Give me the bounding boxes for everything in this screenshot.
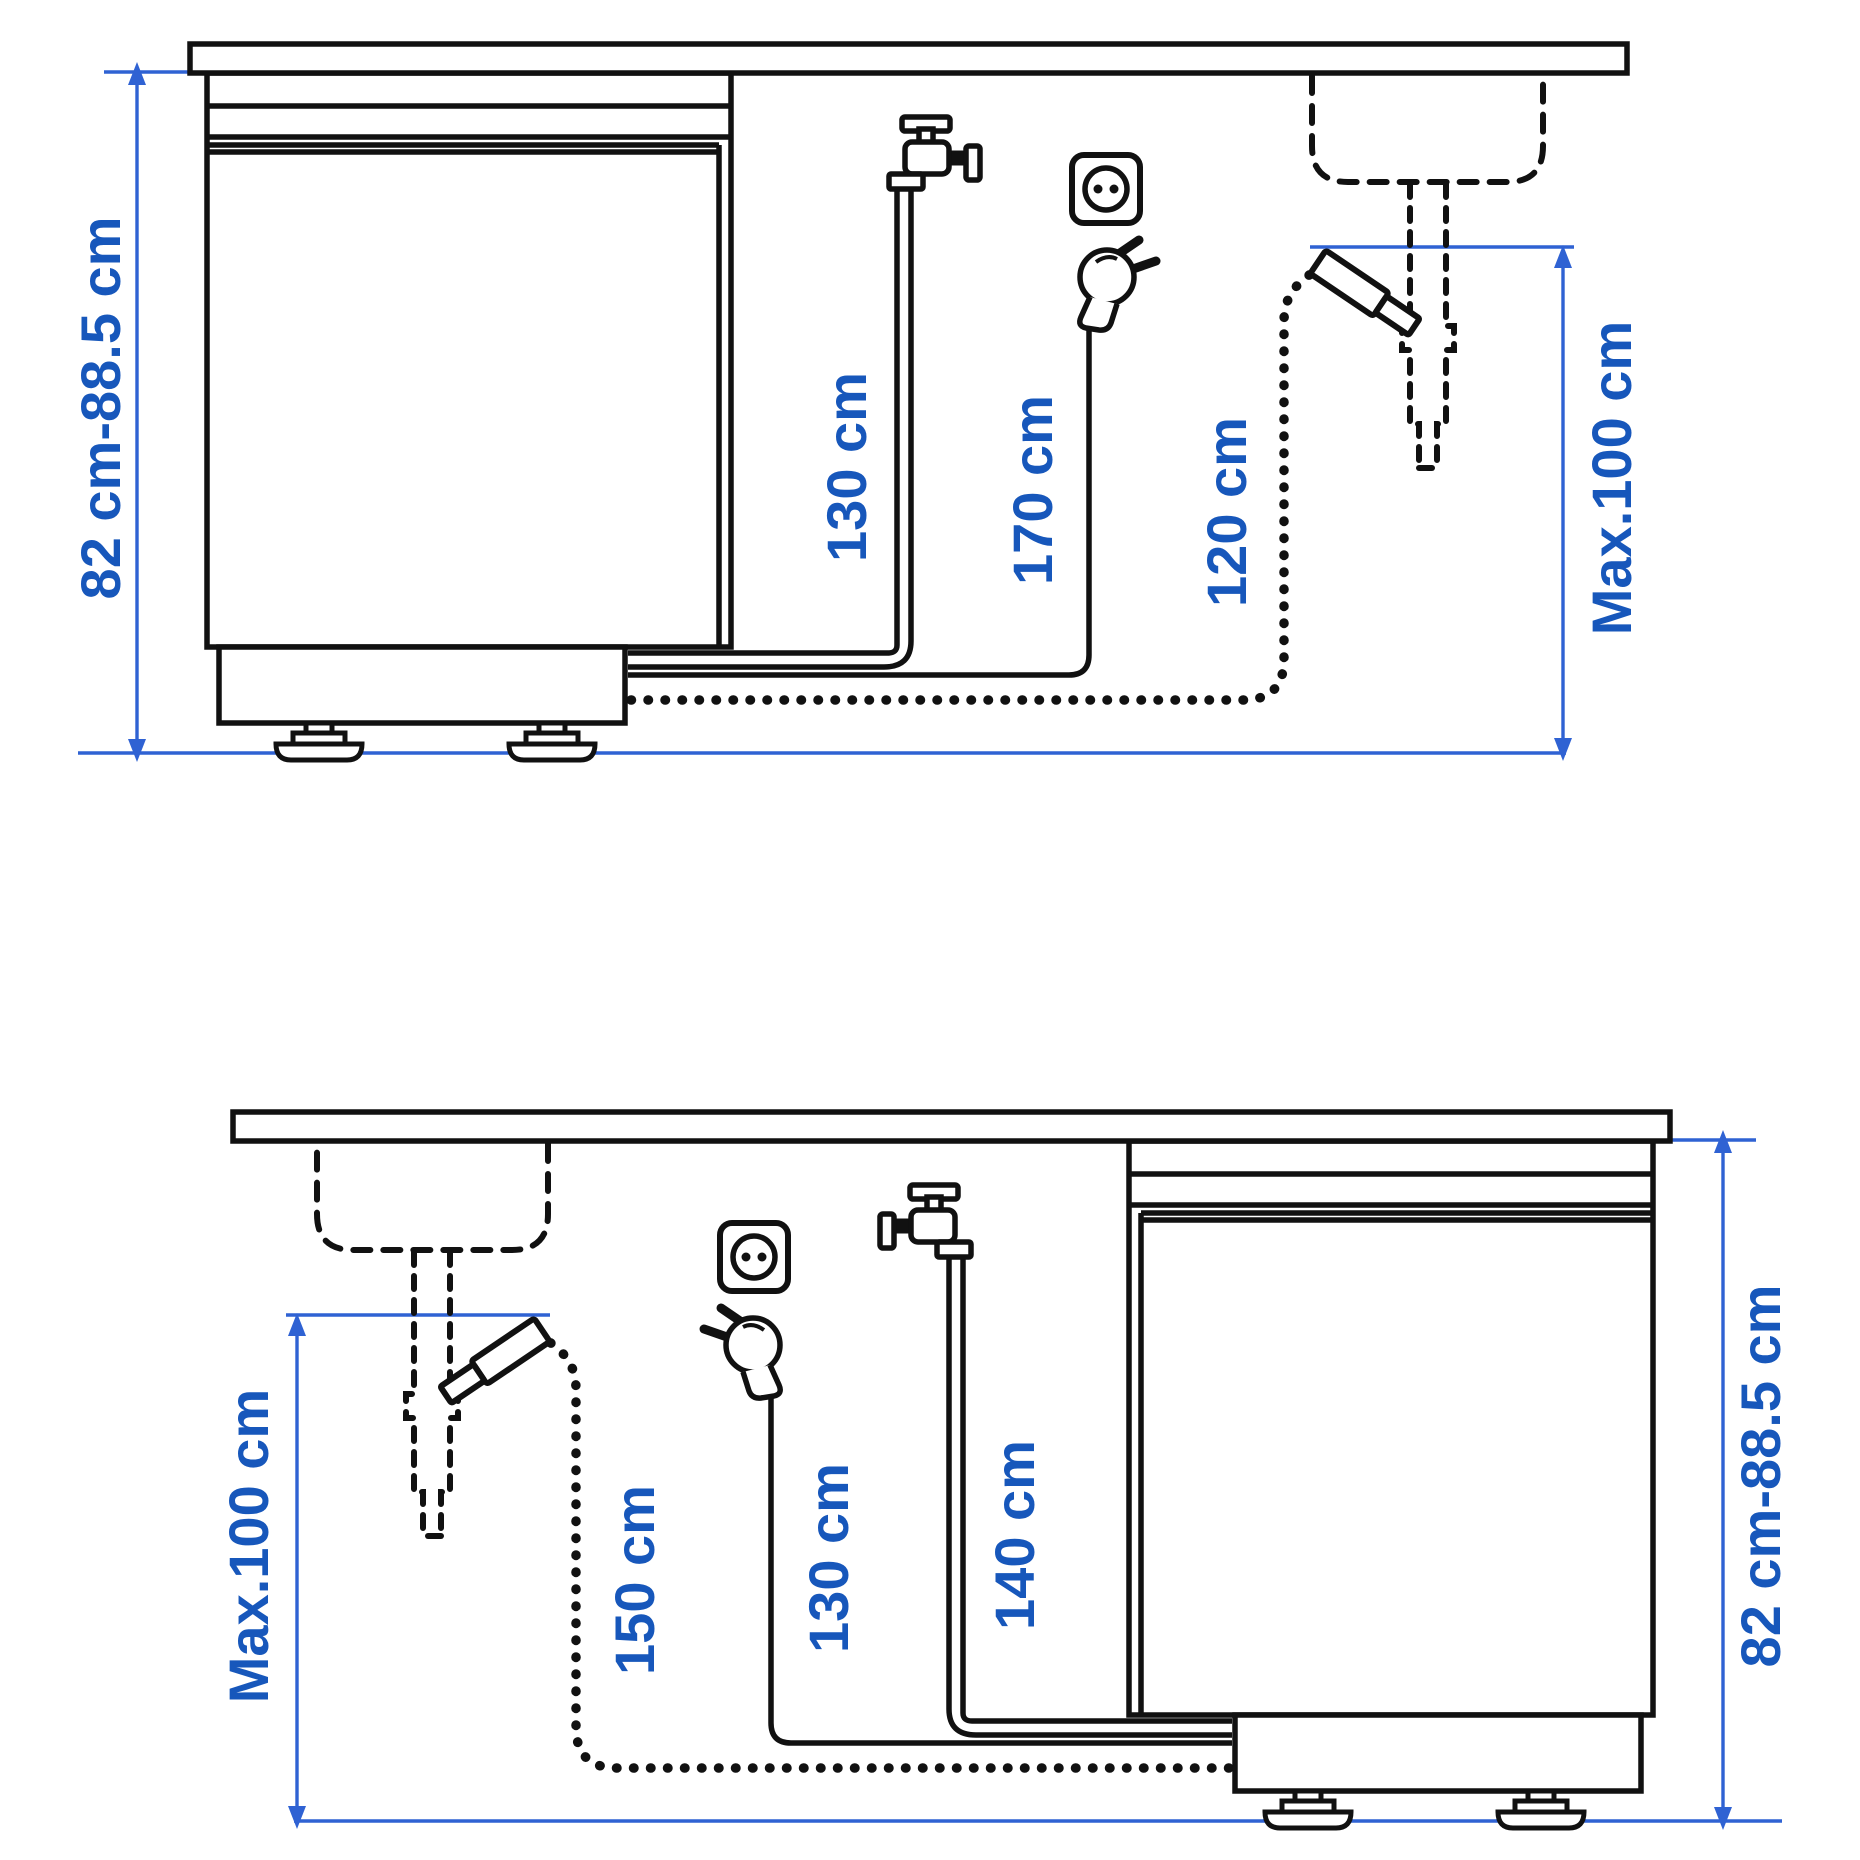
diagram-top-labels: 82 cm-88.5 cm 130 cm 170 cm 120 cm Max.1… — [69, 217, 1643, 636]
power-cord-length-label: 130 cm — [797, 1463, 860, 1653]
power-cord-length-label: 170 cm — [1001, 395, 1064, 585]
supply-hose-length-label: 140 cm — [983, 1440, 1046, 1630]
drain-hose-length-label: 120 cm — [1195, 417, 1258, 607]
max-drain-height-label: Max.100 cm — [217, 1389, 280, 1703]
drain-hose-length-label: 150 cm — [603, 1485, 666, 1675]
diagram-bottom-labels: Max.100 cm 150 cm 130 cm 140 cm 82 cm-88… — [217, 1285, 1792, 1704]
cabinet-height-label: 82 cm-88.5 cm — [1729, 1285, 1792, 1668]
max-drain-height-label: Max.100 cm — [1580, 321, 1643, 635]
supply-hose-length-label: 130 cm — [815, 372, 878, 562]
cabinet-height-label: 82 cm-88.5 cm — [69, 217, 132, 600]
